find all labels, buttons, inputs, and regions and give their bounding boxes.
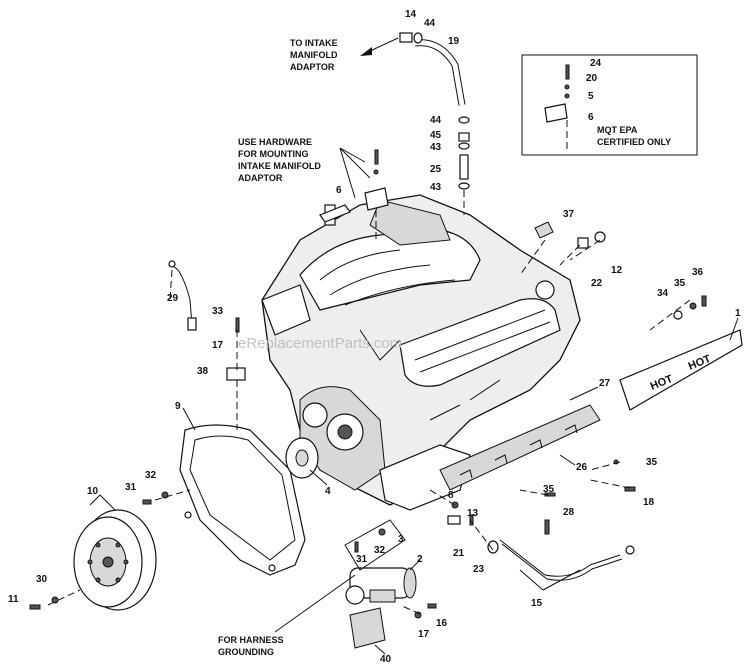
callout-35: 35 xyxy=(543,484,555,495)
engine-assembly xyxy=(261,194,581,511)
callout-15: 15 xyxy=(531,598,543,609)
note-intake-adaptor: TO INTAKE MANIFOLD ADAPTOR xyxy=(290,38,338,72)
callout-40: 40 xyxy=(380,654,392,665)
callout-numbers: 14 44 19 24 20 5 6 44 45 43 25 43 6 37 1… xyxy=(8,9,741,665)
callout-23: 23 xyxy=(473,564,485,575)
svg-text:USE HARDWARE: USE HARDWARE xyxy=(238,137,312,147)
to-intake-arrow xyxy=(367,37,399,53)
note-harness: FOR HARNESS GROUNDING xyxy=(218,635,284,657)
callout-9: 9 xyxy=(175,401,181,412)
callout-25: 25 xyxy=(430,164,442,175)
callout-21: 21 xyxy=(453,548,465,559)
callout-32: 32 xyxy=(145,470,157,481)
svg-text:INTAKE MANIFOLD: INTAKE MANIFOLD xyxy=(238,161,321,171)
callout-37: 37 xyxy=(563,209,575,220)
callout-10: 10 xyxy=(87,486,99,497)
callout-20: 20 xyxy=(586,73,598,84)
dipstick-tube xyxy=(499,539,621,577)
callout-27: 27 xyxy=(599,378,611,389)
callout-3: 3 xyxy=(398,534,404,545)
callout-44: 44 xyxy=(424,18,436,29)
flywheel-housing xyxy=(179,424,306,576)
callout-43: 43 xyxy=(430,182,442,193)
callout-6: 6 xyxy=(336,185,342,196)
svg-text:TO INTAKE: TO INTAKE xyxy=(290,38,338,48)
callout-35: 35 xyxy=(646,457,658,468)
callout-31: 31 xyxy=(356,554,368,565)
svg-text:ADAPTOR: ADAPTOR xyxy=(290,62,335,72)
callout-38: 38 xyxy=(197,366,209,377)
starter-bracket xyxy=(349,607,386,649)
callout-12: 12 xyxy=(611,265,623,276)
callout-34: 34 xyxy=(657,288,669,299)
starter-motor xyxy=(345,567,417,605)
fitting-14 xyxy=(399,32,413,43)
leader-lines xyxy=(47,120,739,655)
svg-text:FOR HARNESS: FOR HARNESS xyxy=(218,635,284,645)
svg-text:CERTIFIED ONLY: CERTIFIED ONLY xyxy=(597,137,671,147)
callout-36: 36 xyxy=(692,267,704,278)
callout-22: 22 xyxy=(591,278,603,289)
heat-shield: HOT HOT xyxy=(619,329,743,411)
callout-29: 29 xyxy=(167,293,179,304)
callout-17: 17 xyxy=(212,340,224,351)
callout-19: 19 xyxy=(448,36,460,47)
callout-13: 13 xyxy=(467,508,479,519)
svg-text:ADAPTOR: ADAPTOR xyxy=(238,173,283,183)
drive-coupling xyxy=(73,509,157,611)
callout-28: 28 xyxy=(563,507,575,518)
flex-plate xyxy=(285,437,319,479)
callout-11: 11 xyxy=(8,594,19,605)
bracket-38 xyxy=(226,367,246,381)
note-mqt-epa: MQT EPA CERTIFIED ONLY xyxy=(597,125,671,147)
callout-1: 1 xyxy=(735,308,741,319)
svg-text:MQT EPA: MQT EPA xyxy=(597,125,638,135)
callout-26: 26 xyxy=(576,462,588,473)
callout-43: 43 xyxy=(430,142,442,153)
callout-30: 30 xyxy=(36,574,48,585)
harness-hardware-box xyxy=(344,519,406,571)
callout-31: 31 xyxy=(125,482,137,493)
callout-18: 18 xyxy=(643,497,655,508)
oxygen-sensor xyxy=(171,264,193,326)
callout-32: 32 xyxy=(374,545,386,556)
exhaust-shield xyxy=(439,404,601,491)
svg-text:MANIFOLD: MANIFOLD xyxy=(290,50,338,60)
callout-17: 17 xyxy=(418,629,430,640)
callout-14: 14 xyxy=(405,9,417,20)
callout-24: 24 xyxy=(590,58,602,69)
callout-45: 45 xyxy=(430,130,442,141)
callout-5: 5 xyxy=(588,91,594,102)
note-use-hardware: USE HARDWARE FOR MOUNTING INTAKE MANIFOL… xyxy=(238,137,321,183)
callout-4: 4 xyxy=(325,486,331,497)
mqt-epa-box xyxy=(521,54,698,156)
callout-8: 8 xyxy=(448,490,454,501)
hose-fittings xyxy=(458,116,470,190)
callout-35: 35 xyxy=(674,278,686,289)
part-37 xyxy=(534,221,554,239)
bracket-6 xyxy=(364,187,389,211)
svg-text:FOR MOUNTING: FOR MOUNTING xyxy=(238,149,309,159)
callout-44: 44 xyxy=(430,115,442,126)
svg-text:GROUNDING: GROUNDING xyxy=(218,647,274,657)
callout-16: 16 xyxy=(436,618,448,629)
callout-6: 6 xyxy=(588,112,594,123)
callout-33: 33 xyxy=(212,306,224,317)
callout-2: 2 xyxy=(417,554,423,565)
watermark: eReplacementParts.com xyxy=(238,335,402,352)
